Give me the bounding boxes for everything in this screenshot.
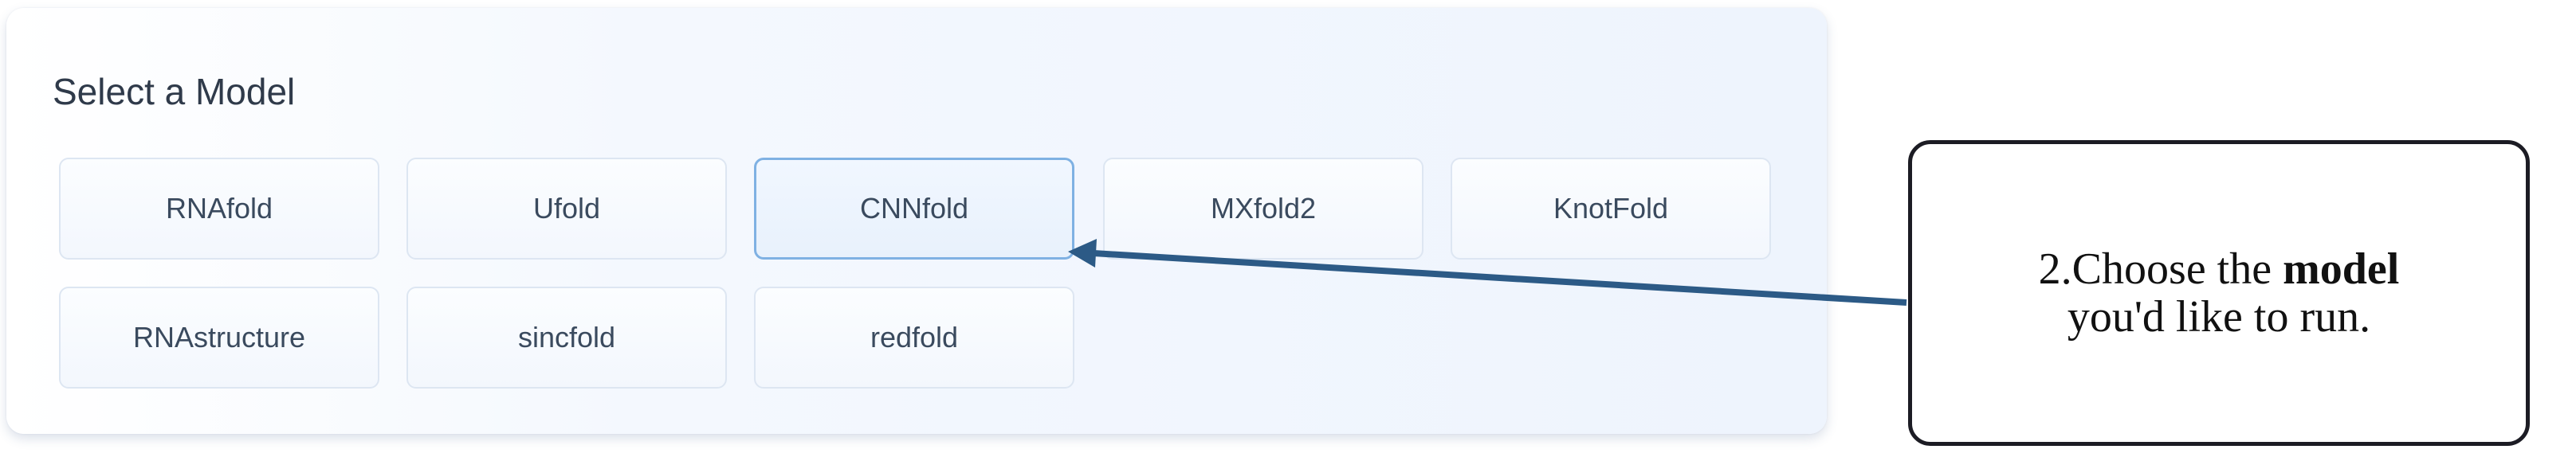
panel-title: Select a Model	[53, 71, 296, 112]
model-button-ufold[interactable]: Ufold	[406, 158, 727, 260]
model-button-mxfold2[interactable]: MXfold2	[1103, 158, 1423, 260]
model-button-redfold[interactable]: redfold	[754, 287, 1074, 389]
model-button-knotfold[interactable]: KnotFold	[1451, 158, 1771, 260]
instruction-callout: 2.Choose the model you'd like to run.	[1908, 140, 2530, 446]
model-button-rnafold[interactable]: RNAfold	[59, 158, 379, 260]
callout-bold-word: model	[2283, 244, 2400, 294]
callout-prefix: 2.Choose the	[2038, 244, 2283, 294]
model-button-rnastructure[interactable]: RNAstructure	[59, 287, 379, 389]
callout-line2: you'd like to run.	[2067, 292, 2371, 342]
model-button-sincfold[interactable]: sincfold	[406, 287, 727, 389]
model-button-cnnfold[interactable]: CNNfold	[754, 158, 1074, 260]
model-selection-panel: Select a Model RNAfold Ufold CNNfold MXf…	[6, 8, 1827, 434]
callout-text: 2.Choose the model you'd like to run.	[2039, 245, 2400, 341]
